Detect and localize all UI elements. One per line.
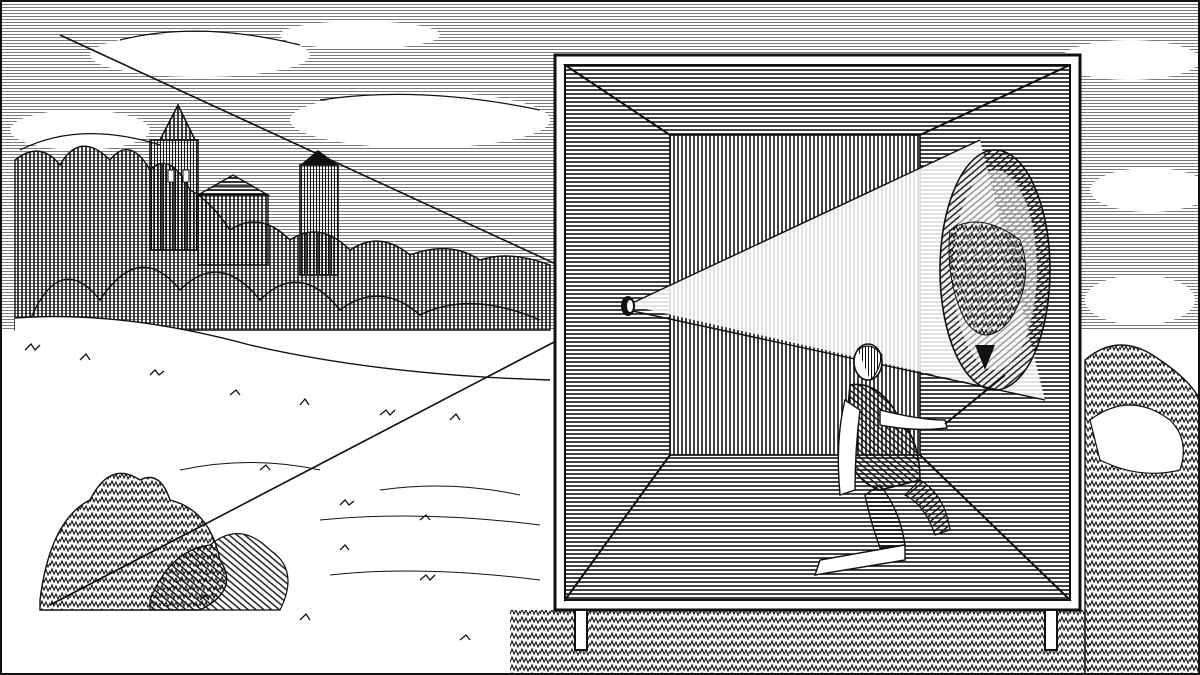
light-cone <box>627 139 1046 401</box>
pinhole <box>621 296 635 316</box>
shrubs <box>39 344 1200 675</box>
castle <box>149 103 339 276</box>
light-ray <box>49 34 559 606</box>
box-legs <box>574 609 1058 651</box>
projected-image <box>939 149 1051 391</box>
ground-grass <box>510 610 1090 675</box>
kneeling-figure <box>813 343 1006 576</box>
